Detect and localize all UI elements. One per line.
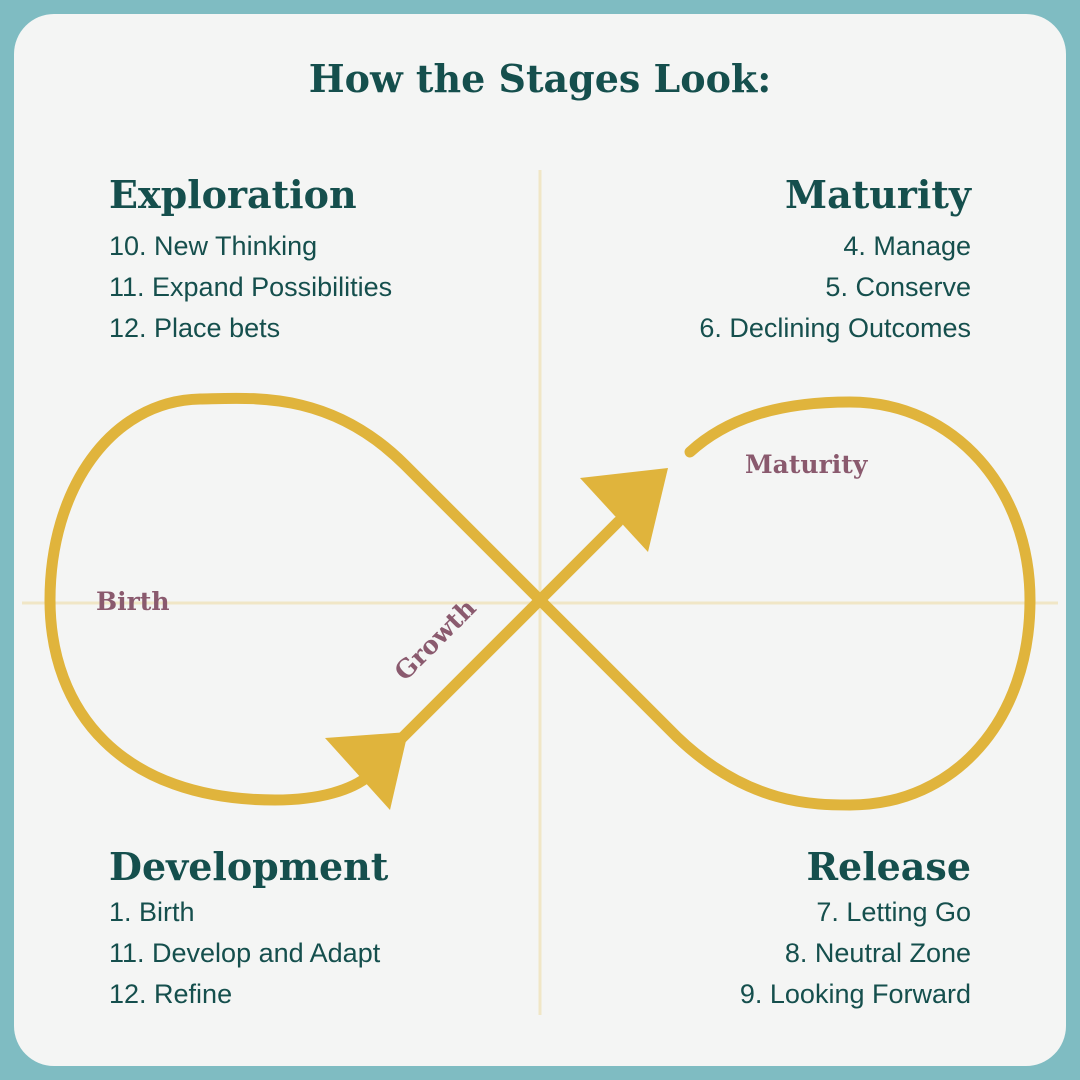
list-item: 12. Refine bbox=[109, 979, 233, 1009]
list-item: 12. Place bets bbox=[109, 313, 281, 343]
maturity-list: 4. Manage 5. Conserve 6. Declining Outco… bbox=[699, 226, 971, 349]
arrowhead-upper bbox=[580, 468, 668, 552]
list-item: 6. Declining Outcomes bbox=[699, 313, 971, 343]
exploration-list: 10. New Thinking 11. Expand Possibilitie… bbox=[109, 226, 392, 349]
list-item: 10. New Thinking bbox=[109, 231, 318, 261]
release-heading: Release bbox=[806, 844, 971, 889]
list-item: 11. Expand Possibilities bbox=[109, 272, 393, 302]
page-title: How the Stages Look: bbox=[308, 56, 772, 101]
development-list: 1. Birth 11. Develop and Adapt 12. Refin… bbox=[109, 892, 380, 1015]
list-item: 11. Develop and Adapt bbox=[109, 938, 381, 968]
arrowhead-lower bbox=[325, 732, 408, 810]
development-heading: Development bbox=[109, 844, 389, 889]
birth-label: Birth bbox=[96, 587, 170, 616]
maturity-label: Maturity bbox=[745, 450, 869, 479]
exploration-heading: Exploration bbox=[109, 172, 357, 217]
growth-line-lower bbox=[392, 594, 546, 748]
release-list: 7. Letting Go 8. Neutral Zone 9. Looking… bbox=[740, 892, 971, 1015]
list-item: 1. Birth bbox=[109, 897, 195, 927]
maturity-heading: Maturity bbox=[785, 172, 971, 217]
list-item: 7. Letting Go bbox=[816, 897, 971, 927]
list-item: 4. Manage bbox=[843, 231, 971, 261]
list-item: 9. Looking Forward bbox=[739, 979, 971, 1009]
list-item: 8. Neutral Zone bbox=[784, 938, 971, 968]
infinity-loop-right bbox=[534, 396, 1036, 811]
infinity-loop bbox=[44, 392, 546, 806]
list-item: 5. Conserve bbox=[825, 272, 971, 302]
growth-line-upper bbox=[534, 516, 624, 606]
